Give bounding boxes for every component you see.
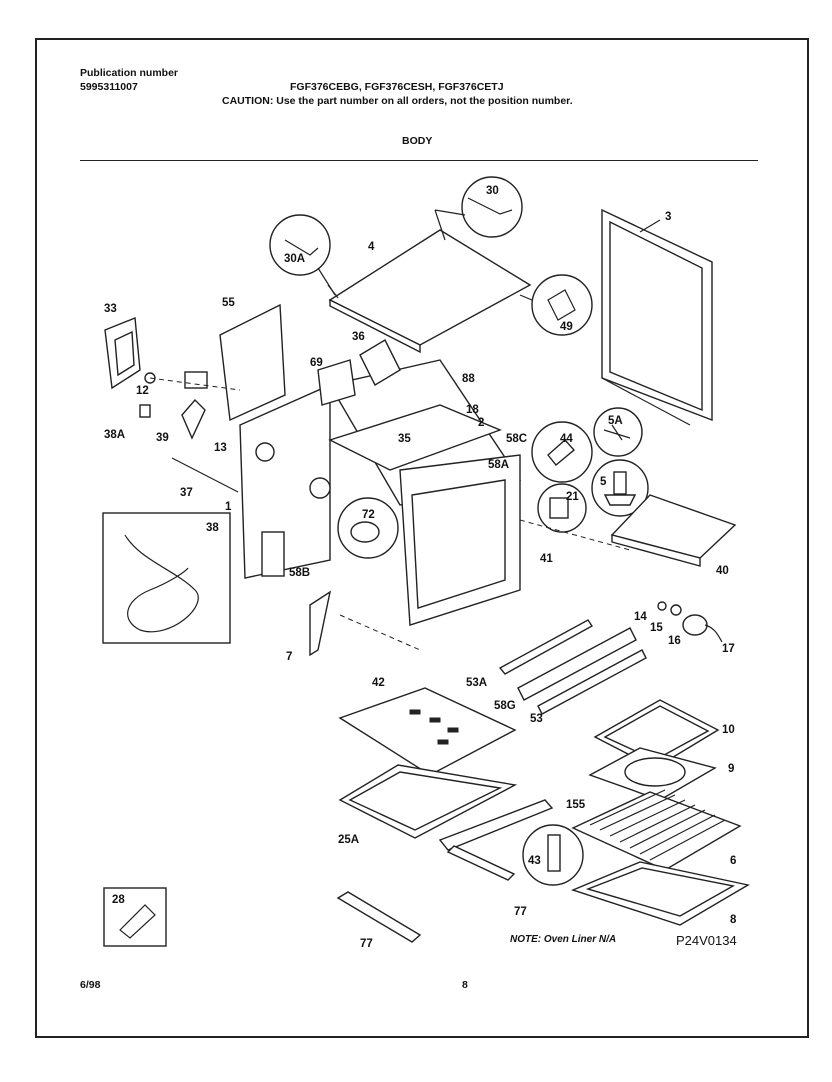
publication-label: Publication number <box>80 67 179 79</box>
callout-58g: 58G <box>494 700 516 712</box>
callout-155: 155 <box>566 799 586 811</box>
broiler-pan-9 <box>588 747 717 801</box>
plate-58b <box>261 531 285 577</box>
part-37 <box>171 457 239 493</box>
knob-parts-14-17 <box>657 601 723 643</box>
callout-10: 10 <box>722 724 735 736</box>
callout-3: 3 <box>665 211 671 223</box>
power-cord-box <box>102 512 231 644</box>
section-title: BODY <box>402 135 433 147</box>
callout-2: 2 <box>478 417 484 429</box>
detail-circle-72 <box>337 497 399 559</box>
callout-16: 16 <box>668 635 681 647</box>
callout-42: 42 <box>372 677 385 689</box>
part-36 <box>359 339 401 386</box>
part-38a <box>139 404 151 418</box>
callout-30: 30 <box>486 185 499 197</box>
callout-35: 35 <box>398 433 411 445</box>
detail-circle-43 <box>522 824 584 886</box>
top-panel-part <box>327 229 532 354</box>
callout-77-lower: 77 <box>360 938 373 950</box>
detail-circle-49 <box>519 274 593 336</box>
callout-40: 40 <box>716 565 729 577</box>
callout-8: 8 <box>730 914 737 926</box>
part-39 <box>181 398 206 440</box>
part-77-lower <box>336 891 422 943</box>
page-frame <box>35 38 809 1038</box>
callout-58b: 58B <box>289 567 310 579</box>
bracket-33-part <box>104 317 156 390</box>
callout-88: 88 <box>462 373 475 385</box>
callout-58a: 58A <box>488 459 509 471</box>
callout-15: 15 <box>650 622 663 634</box>
detail-circle-5 <box>591 459 649 517</box>
callout-58c: 58C <box>506 433 527 445</box>
detail-circle-30a <box>269 214 336 296</box>
oven-bottom-8 <box>570 861 750 926</box>
panel-42-part <box>338 687 517 776</box>
callout-53: 53 <box>530 713 543 725</box>
callout-7: 7 <box>286 651 292 663</box>
callout-5: 5 <box>600 476 607 488</box>
panel-25a-part <box>338 764 518 839</box>
callout-39: 39 <box>156 432 169 444</box>
publication-number: 5995311007 <box>80 81 138 93</box>
callout-4: 4 <box>368 241 375 253</box>
detail-circle-21 <box>537 483 587 533</box>
callout-13: 13 <box>214 442 227 454</box>
tray-40-part <box>519 494 737 567</box>
callout-33: 33 <box>104 303 117 315</box>
callout-18: 18 <box>466 404 479 416</box>
callout-41: 41 <box>540 553 553 565</box>
callout-38a: 38A <box>104 429 125 441</box>
caution-text: CAUTION: Use the part number on all orde… <box>222 95 573 107</box>
detail-circle-30 <box>434 176 523 241</box>
header-rule <box>80 160 758 161</box>
detail-circle-5a <box>593 407 643 457</box>
callout-14: 14 <box>634 611 647 623</box>
callout-53a: 53A <box>466 677 487 689</box>
callout-30a: 30A <box>284 253 305 265</box>
callout-1: 1 <box>225 501 232 513</box>
callout-44: 44 <box>560 433 573 445</box>
diagram-code: P24V0134 <box>676 933 737 948</box>
callout-43: 43 <box>528 855 541 867</box>
callout-38: 38 <box>206 522 219 534</box>
callout-37: 37 <box>180 487 193 499</box>
callout-9: 9 <box>728 763 734 775</box>
detail-circle-44 <box>531 421 593 483</box>
part-28-box <box>103 887 167 947</box>
callout-21: 21 <box>566 491 579 503</box>
callout-25a: 25A <box>338 834 359 846</box>
rails-53-58g <box>339 614 647 715</box>
callout-17: 17 <box>722 643 735 655</box>
oven-rack-6 <box>571 789 742 871</box>
callout-36: 36 <box>352 331 365 343</box>
callout-28: 28 <box>112 894 125 906</box>
model-numbers: FGF376CEBG, FGF376CESH, FGF376CETJ <box>290 81 504 93</box>
oven-liner-note: NOTE: Oven Liner N/A <box>510 934 616 945</box>
callout-69: 69 <box>310 357 323 369</box>
callout-72: 72 <box>362 509 375 521</box>
callout-55: 55 <box>222 297 235 309</box>
footer-page-number: 8 <box>462 979 468 991</box>
callout-77-upper: 77 <box>514 906 527 918</box>
range-body-part <box>239 359 522 626</box>
callout-12: 12 <box>136 385 149 397</box>
part-7 <box>309 590 332 657</box>
callout-5a: 5A <box>608 415 623 427</box>
back-panel-part <box>601 208 713 426</box>
bracket-55-part <box>149 303 286 422</box>
callout-6: 6 <box>730 855 736 867</box>
element-155-77 <box>438 799 554 881</box>
footer-date: 6/98 <box>80 979 101 991</box>
callout-49: 49 <box>560 321 573 333</box>
part-69 <box>317 359 356 406</box>
